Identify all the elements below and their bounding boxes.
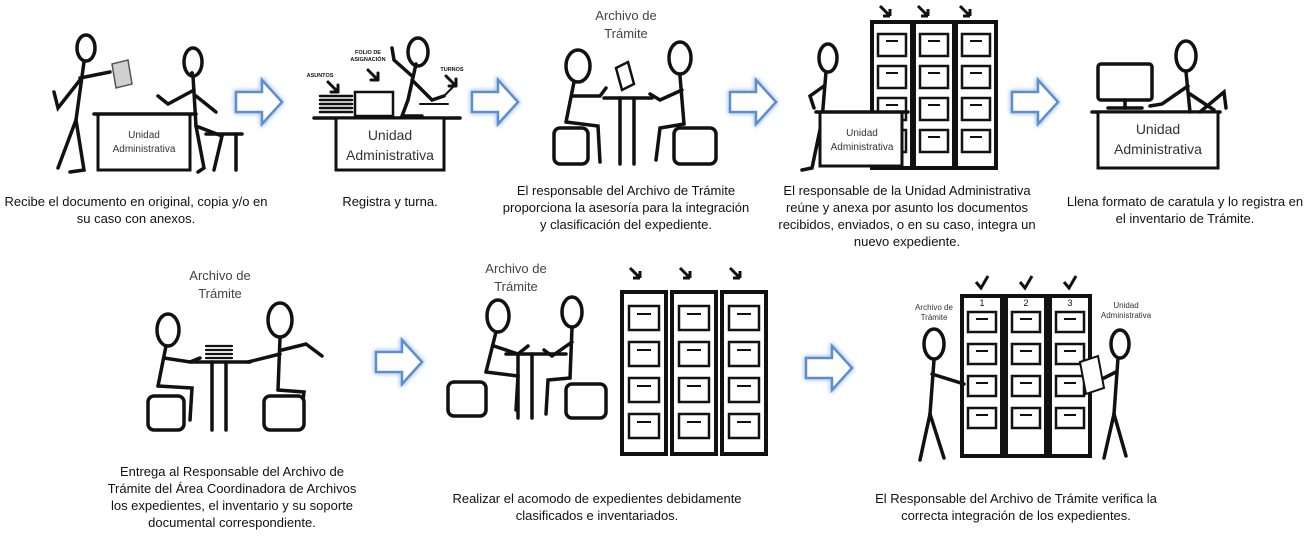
step-6-illustration — [146, 301, 324, 432]
step-1-desk-line1: Unidad — [128, 130, 160, 141]
step-8-cabinet-2-number: 2 — [1023, 298, 1028, 308]
step-5-illustration — [1090, 39, 1228, 170]
step-7-caption: Realizar el acomodo de expedientes debid… — [452, 491, 742, 523]
step-2-desk-line1: Unidad — [368, 127, 412, 143]
step-8-right-label-line2: Administrativa — [1101, 311, 1152, 320]
step-3-caption: El responsable del Archivo de Trámite pr… — [502, 183, 750, 232]
step-5-desk-line1: Unidad — [1136, 121, 1180, 137]
step-8-cabinet-3-number: 3 — [1067, 298, 1072, 308]
step-3-title-line2: Trámite — [604, 26, 648, 41]
flow-arrow-2-3 — [472, 80, 518, 124]
step-4-desk-line2: Administrativa — [831, 142, 894, 153]
step-2-folio-line1: FOLIO DE — [355, 50, 381, 56]
step-5-caption: Llena formato de caratula y lo registra … — [1066, 194, 1304, 226]
flow-arrow-3-4 — [730, 80, 776, 124]
step-6-title-line1: Archivo de — [189, 268, 250, 283]
step-3-title-line1: Archivo de — [595, 8, 656, 23]
step-1-desk-line2: Administrativa — [113, 144, 176, 155]
step-8-illustration — [918, 274, 1131, 462]
step-6-caption: Entrega al Responsable del Archivo de Tr… — [107, 464, 357, 530]
step-6-title-line2: Trámite — [198, 286, 242, 301]
step-2-turnos-label: TURNOS — [440, 67, 464, 73]
step-1-illustration — [52, 33, 244, 174]
step-2-caption: Registra y turna. — [342, 194, 438, 209]
step-4-illustration — [800, 4, 998, 172]
step-2-desk-line2: Administrativa — [346, 147, 434, 163]
step-4-caption: El responsable de la Unidad Administrati… — [778, 183, 1036, 249]
step-4-desk-line1: Unidad — [846, 128, 878, 139]
flow-arrow-6-7 — [376, 340, 422, 384]
step-8-left-label-line2: Trámite — [921, 313, 948, 322]
step-8-right-label-line1: Unidad — [1113, 301, 1138, 310]
flow-arrow-1-2 — [236, 80, 282, 124]
step-7-title-line2: Trámite — [494, 279, 538, 294]
step-2-asuntos-label: ASUNTOS — [307, 73, 334, 79]
step-7-illustration — [446, 266, 768, 456]
step-1-caption: Recibe el documento en original, copia y… — [4, 194, 268, 226]
step-5-desk-line2: Administrativa — [1114, 141, 1202, 157]
step-2-illustration — [312, 36, 462, 172]
step-8-left-label-line1: Archivo de — [915, 303, 953, 312]
flow-arrow-7-8 — [806, 346, 852, 390]
step-2-folio-line2: ASIGNACIÓN — [350, 55, 385, 63]
step-3-illustration — [552, 40, 718, 166]
step-8-cabinet-1-number: 1 — [979, 298, 984, 308]
step-8-caption: El Responsable del Archivo de Trámite ve… — [875, 491, 1157, 523]
flow-arrow-4-5 — [1012, 80, 1058, 124]
step-7-title-line1: Archivo de — [485, 261, 546, 276]
